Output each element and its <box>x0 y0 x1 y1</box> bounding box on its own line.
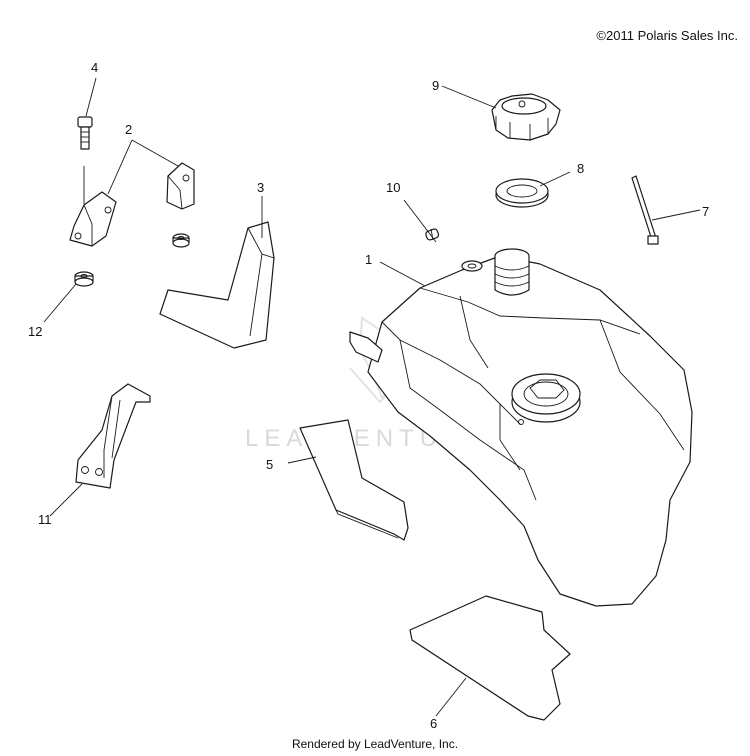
part-gasket <box>495 178 549 208</box>
part-nut-small <box>172 233 190 248</box>
callout-1: 1 <box>365 252 372 267</box>
part-bracket-left <box>69 191 117 247</box>
leader-6 <box>435 677 467 717</box>
callout-12: 12 <box>28 324 42 339</box>
leader-8 <box>539 171 571 187</box>
leader-11 <box>49 483 83 517</box>
part-bolt <box>77 116 93 150</box>
part-spacer <box>74 271 94 287</box>
leader-lines <box>43 77 701 717</box>
callout-5: 5 <box>266 457 273 472</box>
part-shield-sheet <box>299 419 409 541</box>
callout-3: 3 <box>257 180 264 195</box>
callout-4: 4 <box>91 60 98 75</box>
part-floor-sheet <box>409 595 571 721</box>
part-mount-bracket <box>75 383 151 489</box>
part-bracket-right <box>166 162 195 210</box>
leader-12 <box>43 283 77 323</box>
render-credit: Rendered by LeadVenture, Inc. <box>291 737 459 751</box>
leader-4 <box>85 77 97 117</box>
callout-9: 9 <box>432 78 439 93</box>
part-pad <box>159 221 275 349</box>
callout-10: 10 <box>386 180 400 195</box>
leader-7 <box>651 209 701 221</box>
leader-1 <box>379 261 426 287</box>
part-fuel-tank <box>349 248 693 607</box>
leader-5 <box>287 456 317 464</box>
copyright-notice: ©2011 Polaris Sales Inc. <box>596 28 738 43</box>
leader-2b <box>131 139 179 167</box>
callout-6: 6 <box>430 716 437 731</box>
part-fuel-cap <box>491 93 561 141</box>
callout-11: 11 <box>38 512 52 527</box>
leader-9 <box>441 85 497 109</box>
part-tie-strap <box>631 175 659 245</box>
callout-2: 2 <box>125 122 132 137</box>
leader-10 <box>403 199 437 243</box>
callout-7: 7 <box>702 204 709 219</box>
callouts: 1 2 3 4 5 6 7 8 9 10 11 12 <box>28 60 709 731</box>
callout-8: 8 <box>577 161 584 176</box>
leader-2a <box>107 139 133 195</box>
